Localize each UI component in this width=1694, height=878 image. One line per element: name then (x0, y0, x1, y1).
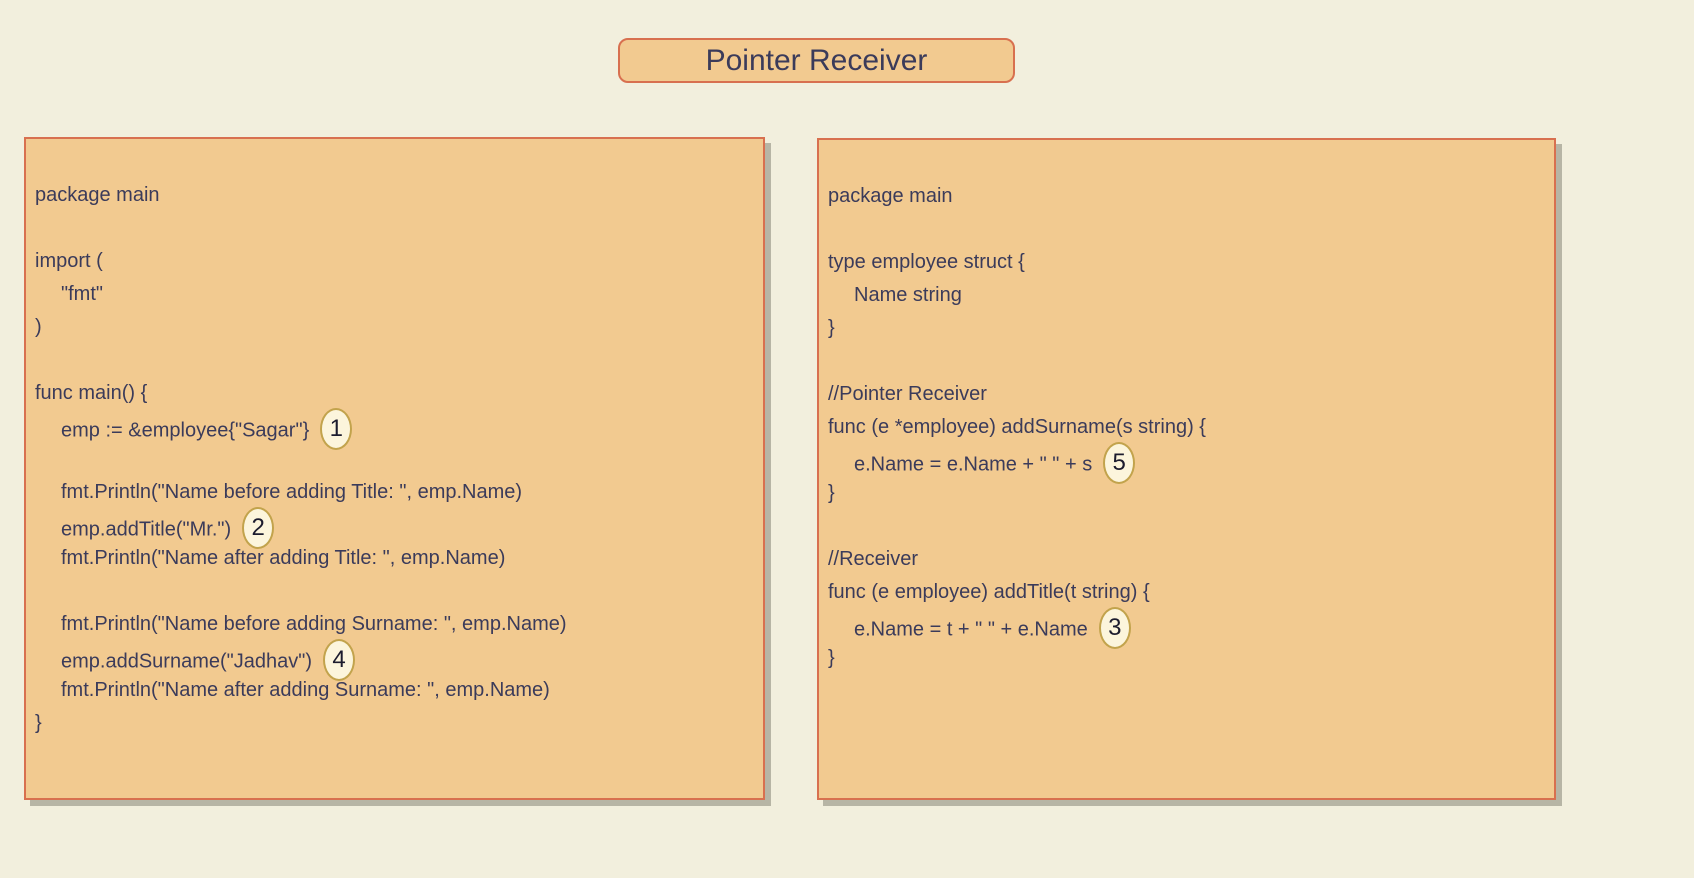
code-line (828, 345, 1544, 378)
code-text: "fmt" (61, 283, 103, 305)
code-line: func main() { (35, 377, 753, 410)
step-marker: 2 (242, 507, 275, 549)
code-line: e.Name = e.Name + " " + s 5 (828, 442, 1544, 484)
code-line: package main (35, 179, 753, 212)
code-text: fmt.Println("Name after adding Surname: … (61, 679, 550, 701)
code-text: fmt.Println("Name before adding Title: "… (61, 481, 523, 503)
code-text: package main (35, 184, 160, 206)
code-text: emp := &employee{"Sagar"} (61, 419, 310, 442)
code-text: //Receiver (828, 548, 919, 570)
code-text: //Pointer Receiver (828, 383, 987, 405)
code-text: func (e *employee) addSurname(s string) … (828, 416, 1206, 438)
code-line: fmt.Println("Name before adding Surname:… (35, 608, 753, 641)
code-text: func (e employee) addTitle(t string) { (828, 581, 1150, 603)
code-text: emp.addSurname("Jadhav") (61, 650, 312, 673)
code-text: package main (828, 185, 953, 207)
code-text: e.Name = e.Name + " " + s (854, 453, 1093, 476)
code-text: emp.addTitle("Mr.") (61, 518, 232, 541)
code-text: } (35, 712, 42, 734)
code-line: //Pointer Receiver (828, 378, 1544, 411)
code-line: package main (828, 180, 1544, 213)
code-line: //Receiver (828, 543, 1544, 576)
code-line: Name string (828, 279, 1544, 312)
code-line: type employee struct { (828, 246, 1544, 279)
code-line (35, 344, 753, 377)
code-line: } (828, 312, 1544, 345)
code-line: ) (35, 311, 753, 344)
code-text: } (828, 482, 835, 504)
code-text: func main() { (35, 382, 148, 404)
code-line: "fmt" (35, 278, 753, 311)
left-code-panel: package main import ( "fmt") func main() { e… (24, 137, 765, 800)
code-text: e.Name = t + " " + e.Name (854, 618, 1088, 641)
code-line: fmt.Println("Name before adding Title: "… (35, 476, 753, 509)
code-line: } (828, 477, 1544, 510)
code-text: Name string (854, 284, 962, 306)
page-title: Pointer Receiver (705, 43, 928, 77)
step-marker: 3 (1098, 607, 1131, 649)
code-line: emp.addSurname("Jadhav") 4 (35, 639, 753, 681)
code-line: func (e employee) addTitle(t string) { (828, 576, 1544, 609)
code-text: ) (35, 316, 42, 338)
code-text: } (828, 317, 835, 339)
title-box: Pointer Receiver (618, 38, 1015, 83)
code-line: fmt.Println("Name after adding Title: ",… (35, 542, 753, 575)
code-line (35, 443, 753, 476)
code-line (828, 510, 1544, 543)
code-line: func (e *employee) addSurname(s string) … (828, 411, 1544, 444)
code-line (35, 212, 753, 245)
step-marker: 1 (320, 408, 353, 450)
code-line: } (35, 707, 753, 740)
code-line (35, 575, 753, 608)
right-code-panel: package main type employee struct { Name s… (817, 138, 1556, 800)
code-text: type employee struct { (828, 251, 1025, 273)
code-line: } (828, 642, 1544, 675)
code-text: fmt.Println("Name after adding Title: ",… (61, 547, 506, 569)
code-line: e.Name = t + " " + e.Name 3 (828, 607, 1544, 649)
step-marker: 5 (1103, 442, 1136, 484)
code-line (828, 213, 1544, 246)
step-marker: 4 (323, 639, 355, 681)
code-text: fmt.Println("Name before adding Surname:… (61, 613, 567, 635)
code-text: import ( (35, 250, 103, 272)
code-line: import ( (35, 245, 753, 278)
code-text: } (828, 647, 835, 669)
code-line: fmt.Println("Name after adding Surname: … (35, 674, 753, 707)
code-line: emp := &employee{"Sagar"} 1 (35, 408, 753, 450)
code-line: emp.addTitle("Mr.") 2 (35, 507, 753, 549)
